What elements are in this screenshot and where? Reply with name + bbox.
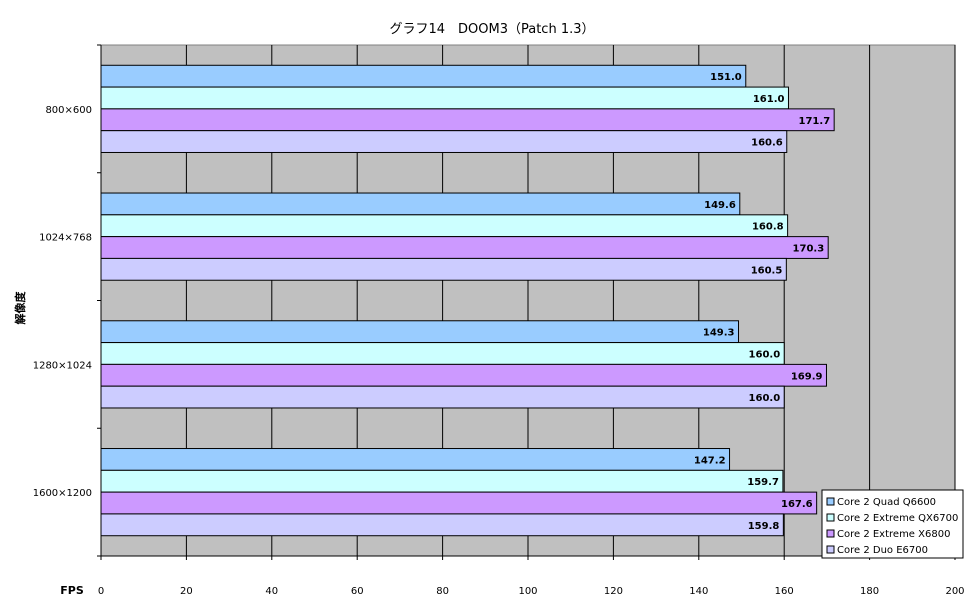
data-label: 160.0: [749, 349, 781, 360]
data-label: 167.6: [781, 499, 813, 510]
data-label: 171.7: [799, 116, 831, 127]
data-label: 161.0: [753, 94, 785, 105]
data-label: 159.8: [748, 521, 780, 532]
bar: [100, 385, 785, 409]
x-tick-label: 100: [518, 586, 537, 597]
bar: [100, 130, 788, 153]
legend-swatch: [826, 513, 835, 522]
bar: [100, 257, 787, 281]
data-label: 149.6: [704, 200, 736, 211]
data-label: 160.5: [751, 265, 783, 276]
data-label: 169.9: [791, 371, 823, 382]
x-tick-label: 140: [689, 586, 708, 597]
bar: [100, 448, 731, 471]
bar: [100, 214, 789, 238]
chart-title: グラフ14 DOOM3（Patch 1.3）: [389, 22, 594, 37]
bar: [100, 64, 747, 88]
legend-swatch: [826, 545, 835, 554]
bar: [100, 108, 835, 132]
x-tick-label: 180: [860, 586, 879, 597]
x-axis-label: FPS: [60, 584, 84, 597]
bar: [100, 320, 740, 344]
category-label: 1024×768: [39, 233, 92, 244]
data-label: 159.7: [747, 477, 779, 488]
bar: [100, 236, 829, 259]
x-tick-label: 80: [436, 586, 449, 597]
data-label: 151.0: [710, 72, 742, 83]
y-axis: 800×600 1024×768 1280×1024 1600×1200: [33, 44, 102, 557]
x-tick-label: 200: [945, 586, 964, 597]
y-axis-label: 解像度: [13, 291, 27, 325]
bar: [100, 469, 784, 493]
x-tick-label: 0: [98, 586, 104, 597]
legend-label: Core 2 Quad Q6600: [837, 497, 936, 508]
category-label: 800×600: [45, 105, 92, 116]
data-label: 160.6: [751, 138, 783, 149]
bar: [100, 491, 818, 515]
bar: [100, 192, 741, 216]
bar: [100, 513, 784, 537]
bar: [100, 342, 785, 365]
x-axis: 0 20 40 60 80 100 120 140 160 180 200: [98, 555, 965, 597]
legend-swatch: [826, 529, 835, 538]
x-tick-label: 60: [351, 586, 364, 597]
x-tick-label: 40: [265, 586, 278, 597]
x-tick-label: 120: [604, 586, 623, 597]
data-label: 160.0: [749, 393, 781, 404]
legend-box: [821, 489, 964, 559]
x-tick-label: 160: [775, 586, 794, 597]
category-label: 1600×1200: [33, 488, 92, 499]
x-tick-label: 20: [180, 586, 193, 597]
legend-label: Core 2 Duo E6700: [837, 545, 928, 556]
data-label: 147.2: [694, 455, 726, 466]
bar: [100, 363, 827, 387]
legend-swatch: [826, 497, 835, 506]
data-label: 160.8: [752, 222, 784, 233]
data-label: 149.3: [703, 328, 735, 339]
legend-label: Core 2 Extreme QX6700: [837, 513, 958, 524]
legend-label: Core 2 Extreme X6800: [837, 529, 950, 540]
data-label: 170.3: [793, 244, 825, 255]
bar: [100, 86, 789, 110]
category-label: 1280×1024: [33, 360, 92, 371]
